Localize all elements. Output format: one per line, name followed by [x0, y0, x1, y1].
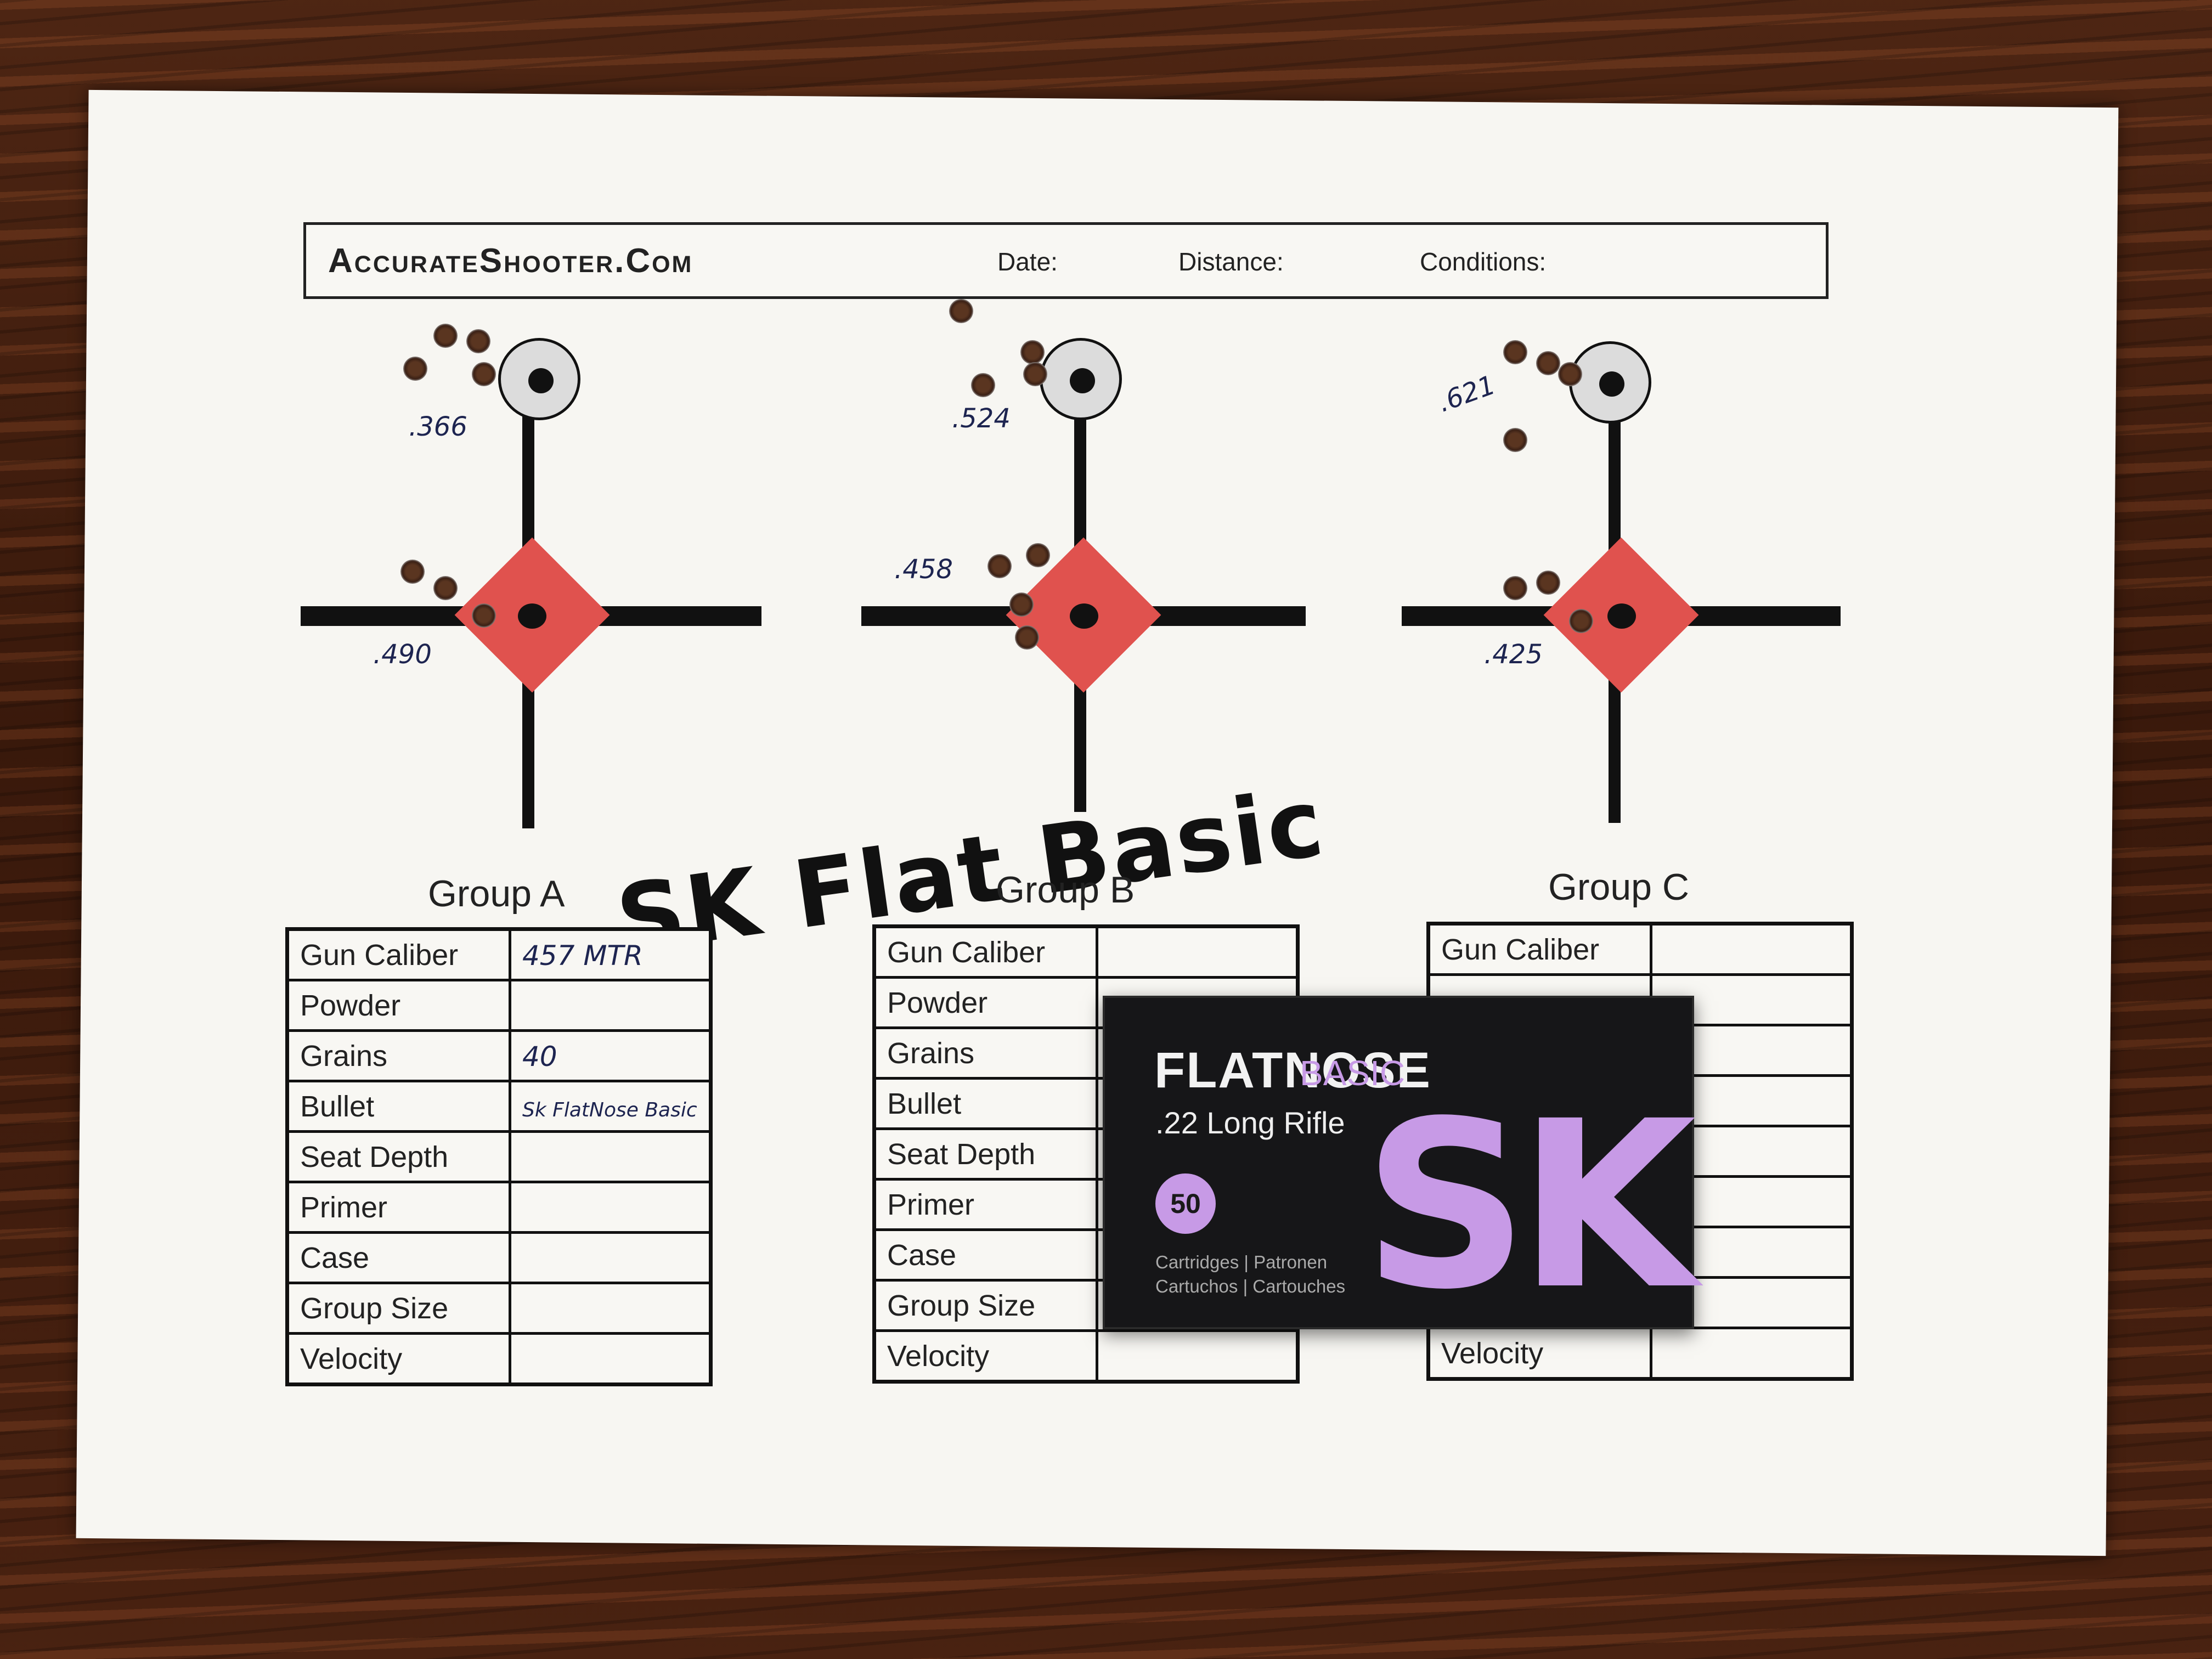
- bullet-hole: [1569, 609, 1593, 633]
- row-value[interactable]: 40: [509, 1029, 712, 1082]
- row-value[interactable]: [509, 1181, 712, 1234]
- bullet-hole: [472, 603, 496, 628]
- bullet-hole: [1536, 571, 1560, 595]
- bullseye-upper: [1569, 341, 1651, 424]
- bullet-hole: [949, 299, 973, 323]
- sk-logo: SK: [1363, 1072, 1696, 1340]
- table-row: Velocity: [873, 1329, 1299, 1383]
- group-b-title: Group B: [996, 869, 1135, 911]
- row-label: Velocity: [1427, 1327, 1652, 1380]
- bullet-hole: [1015, 625, 1039, 650]
- site-title: AccurateShooter.Com: [328, 242, 693, 280]
- group-size-note: .366: [409, 411, 467, 442]
- table-row: Gun Caliber: [873, 925, 1299, 979]
- row-label: Grains: [286, 1029, 511, 1082]
- row-label: Case: [286, 1231, 511, 1284]
- row-value[interactable]: 457 MTR: [509, 928, 712, 981]
- row-label: Group Size: [873, 1279, 1098, 1332]
- row-label: Powder: [873, 976, 1098, 1029]
- row-value[interactable]: Sk FlatNose Basic: [509, 1080, 712, 1133]
- bullet-hole: [403, 357, 427, 381]
- row-label: Primer: [286, 1181, 511, 1234]
- ammo-brand: FLATNOSE: [1154, 1042, 1431, 1098]
- ammo-box: SK FLATNOSE BASIC .22 Long Rifle 50 Cart…: [1103, 996, 1696, 1340]
- bullet-hole: [988, 554, 1012, 578]
- ammo-line: BASIC: [1300, 1053, 1406, 1093]
- row-value[interactable]: [509, 1231, 712, 1284]
- distance-label: Distance:: [1178, 247, 1284, 276]
- table-row: Powder: [286, 979, 712, 1032]
- row-label: Grains: [873, 1026, 1098, 1080]
- ammo-tags: Cartridges | Patronen Cartuchos | Cartou…: [1155, 1250, 1345, 1299]
- row-value[interactable]: [509, 1332, 712, 1386]
- bullet-hole: [1009, 592, 1034, 617]
- group-size-note: .524: [952, 403, 1011, 434]
- row-value[interactable]: [509, 979, 712, 1032]
- row-label: Velocity: [286, 1332, 511, 1386]
- bullet-hole: [1536, 351, 1560, 375]
- conditions-label: Conditions:: [1420, 247, 1547, 276]
- row-label: Group Size: [286, 1282, 511, 1335]
- row-value[interactable]: [1650, 1327, 1853, 1380]
- group-a-title: Group A: [428, 873, 565, 915]
- row-value[interactable]: [509, 1282, 712, 1335]
- diamond-center: [1070, 603, 1098, 629]
- bullet-hole: [1503, 428, 1527, 452]
- group-size-note: .458: [894, 554, 953, 585]
- diamond-center: [1607, 603, 1636, 629]
- group-c-title: Group C: [1548, 866, 1689, 908]
- bullet-hole: [472, 362, 496, 386]
- group-size-note: .425: [1484, 639, 1543, 670]
- table-row: Primer: [286, 1181, 712, 1234]
- row-label: Velocity: [873, 1329, 1098, 1383]
- row-label: Gun Caliber: [286, 928, 511, 981]
- row-label: Primer: [873, 1178, 1098, 1231]
- table-row: Velocity: [1427, 1327, 1853, 1380]
- row-value[interactable]: [509, 1130, 712, 1183]
- table-row: Case: [286, 1231, 712, 1284]
- ammo-tag-line: Cartuchos | Cartouches: [1155, 1276, 1346, 1296]
- row-label: Bullet: [286, 1080, 511, 1133]
- table-row: Group Size: [286, 1282, 712, 1335]
- row-label: Seat Depth: [873, 1127, 1098, 1181]
- date-label: Date:: [997, 247, 1058, 276]
- row-value[interactable]: [1650, 922, 1853, 976]
- ammo-tag-line: Cartridges | Patronen: [1155, 1252, 1328, 1272]
- bullet-hole: [1026, 543, 1050, 567]
- bullet-hole: [1558, 362, 1582, 386]
- row-label: Bullet: [873, 1077, 1098, 1130]
- bullet-hole: [466, 329, 490, 353]
- diamond-center: [518, 603, 546, 629]
- row-label: Gun Caliber: [1427, 922, 1652, 976]
- table-row: Seat Depth: [286, 1130, 712, 1183]
- row-value[interactable]: [1096, 1329, 1299, 1383]
- bullseye-upper: [1040, 338, 1122, 420]
- row-label: Powder: [286, 979, 511, 1032]
- row-label: Case: [873, 1228, 1098, 1282]
- target-header: AccurateShooter.Com Date: Distance: Cond…: [303, 222, 1829, 299]
- round-count-badge: 50: [1155, 1173, 1216, 1234]
- row-value[interactable]: [1096, 925, 1299, 979]
- bullet-hole: [400, 560, 425, 584]
- bullet-hole: [433, 324, 458, 348]
- bullet-hole: [1023, 362, 1047, 386]
- bullet-hole: [1503, 340, 1527, 364]
- bullet-hole: [1020, 340, 1045, 364]
- bullseye-upper: [498, 338, 580, 420]
- table-row: Velocity: [286, 1332, 712, 1386]
- bullet-hole: [433, 576, 458, 600]
- row-label: Gun Caliber: [873, 925, 1098, 979]
- row-label: Seat Depth: [286, 1130, 511, 1183]
- group-size-note: .490: [373, 639, 432, 670]
- ammo-caliber: .22 Long Rifle: [1155, 1105, 1345, 1140]
- bullet-hole: [971, 373, 995, 397]
- table-row: Gun Caliber: [1427, 922, 1853, 976]
- bullet-hole: [1503, 576, 1527, 600]
